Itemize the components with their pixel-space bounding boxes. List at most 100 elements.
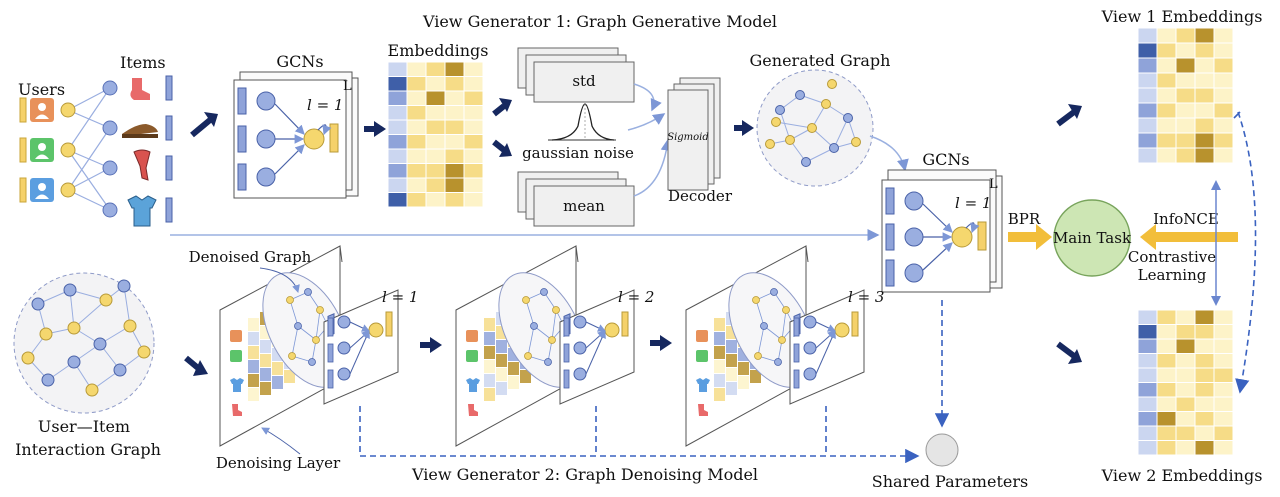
heatmap-cell xyxy=(1137,367,1158,383)
heatmap-cell xyxy=(425,177,446,193)
heatmap-cell xyxy=(1156,440,1177,456)
heatmap-cell xyxy=(1194,338,1215,354)
heatmap-cell xyxy=(425,105,446,121)
heatmap-cell xyxy=(406,90,427,106)
heatmap-cell xyxy=(387,163,408,179)
shared-parameters-label: Shared Parameters xyxy=(872,472,1028,491)
denoise-heat-cell xyxy=(750,370,761,383)
heatmap-cell xyxy=(406,192,427,208)
heatmap-cell xyxy=(1213,324,1234,340)
heatmap-cell xyxy=(444,134,465,150)
infonce-label: InfoNCE xyxy=(1153,210,1219,228)
heatmap-cell xyxy=(425,134,446,150)
denoise-panel-3: l = 3 xyxy=(685,245,884,447)
heatmap-cell xyxy=(1175,425,1196,441)
heatmap-cell xyxy=(1175,338,1196,354)
heatmap-cell xyxy=(425,163,446,179)
denoise-heat-cell xyxy=(248,388,259,401)
shared-parameter-links xyxy=(359,300,950,464)
heatmap-cell xyxy=(1194,367,1215,383)
interaction-graph-label-line2: Interaction Graph xyxy=(15,440,161,459)
heatmap-cell xyxy=(463,61,484,77)
heatmap-cell xyxy=(425,90,446,106)
denoise-layer-index: l = 2 xyxy=(618,288,654,306)
heatmap-cell xyxy=(1194,353,1215,369)
decoder-box: Sigmoid Decoder xyxy=(667,77,733,205)
heatmap-cell xyxy=(1156,57,1177,74)
gaussian-noise-label: gaussian noise xyxy=(522,144,634,162)
heatmap-cell xyxy=(406,163,427,179)
embeddings-label: Embeddings xyxy=(388,41,489,60)
denoise-heat-cell xyxy=(496,354,507,367)
graph-node xyxy=(760,322,768,330)
heatmap-cell xyxy=(1175,353,1196,369)
heatmap-cell xyxy=(1175,324,1196,340)
heatmap-cell xyxy=(1137,338,1158,354)
heatmap-cell xyxy=(1156,382,1177,398)
heatmap-cell xyxy=(1213,117,1234,134)
embeddings-grid xyxy=(387,61,484,208)
graph-node xyxy=(288,352,296,360)
heatmap-cell xyxy=(1213,367,1234,383)
gcn2-label: GCNs xyxy=(922,150,969,169)
heatmap-cell xyxy=(444,177,465,193)
gcn-output-node xyxy=(834,322,850,338)
graph-node xyxy=(778,336,786,344)
heatmap-cell xyxy=(463,76,484,92)
graph-node xyxy=(294,322,302,330)
denoise-heat-cell xyxy=(714,318,725,331)
denoise-heat-cell xyxy=(248,318,259,331)
heatmap-cell xyxy=(1175,117,1196,134)
std-box: std xyxy=(517,47,635,103)
heatmap-cell xyxy=(387,61,408,77)
gcn-input-node xyxy=(803,367,817,381)
denoise-heat-cell xyxy=(260,382,271,395)
heatmap-cell xyxy=(1156,367,1177,383)
shirt-icon xyxy=(466,378,480,392)
denoise-heat-cell xyxy=(272,376,283,389)
denoise-heat-cell xyxy=(260,326,271,339)
heatmap-cell xyxy=(1213,440,1234,456)
heatmap-cell xyxy=(1175,147,1196,164)
gcn-output-node xyxy=(604,322,620,338)
arrow-to-gcn1 xyxy=(190,112,218,138)
heatmap-cell xyxy=(1213,57,1234,74)
heatmap-cell xyxy=(387,148,408,164)
graph-node xyxy=(524,352,532,360)
graph-node xyxy=(770,288,778,296)
heatmap-cell xyxy=(1194,324,1215,340)
sock-icon xyxy=(698,404,708,416)
view-generator-2-title: View Generator 2: Graph Denoising Model xyxy=(411,465,758,484)
gcn-input-node xyxy=(803,341,817,355)
sock-icon xyxy=(468,404,478,416)
denoise-heat-cell xyxy=(714,360,725,373)
denoise-heat-cell xyxy=(484,332,495,345)
heatmap-cell xyxy=(1137,87,1158,104)
denoise-heat-cell xyxy=(714,388,725,401)
heatmap-cell xyxy=(444,192,465,208)
std-label: std xyxy=(572,72,596,90)
heatmap-cell xyxy=(1213,72,1234,89)
heatmap-cell xyxy=(1137,27,1158,44)
denoise-panel-1: l = 1 xyxy=(219,245,418,447)
arrow-to-mean xyxy=(492,139,512,157)
heatmap-cell xyxy=(1175,72,1196,89)
contrastive-label-line1: Contrastive xyxy=(1128,248,1216,266)
heatmap-cell xyxy=(1156,117,1177,134)
graph-node xyxy=(774,358,782,366)
items-label: Items xyxy=(120,53,166,72)
denoise-heat-cell xyxy=(260,340,271,353)
denoised-graph-label: Denoised Graph xyxy=(189,248,312,266)
heatmap-cell xyxy=(1156,102,1177,119)
heatmap-cell xyxy=(1156,411,1177,427)
arrow-generated-to-gcn2 xyxy=(869,135,909,172)
arrow-to-generated-graph xyxy=(734,120,754,136)
user-avatar-icon xyxy=(230,350,242,362)
denoise-heat-cell xyxy=(496,340,507,353)
graph-node xyxy=(308,358,316,366)
heatmap-cell xyxy=(406,134,427,150)
graph-node xyxy=(552,306,560,314)
user-avatar-icon xyxy=(230,330,242,342)
heatmap-cell xyxy=(1213,382,1234,398)
heatmap-cell xyxy=(1156,353,1177,369)
